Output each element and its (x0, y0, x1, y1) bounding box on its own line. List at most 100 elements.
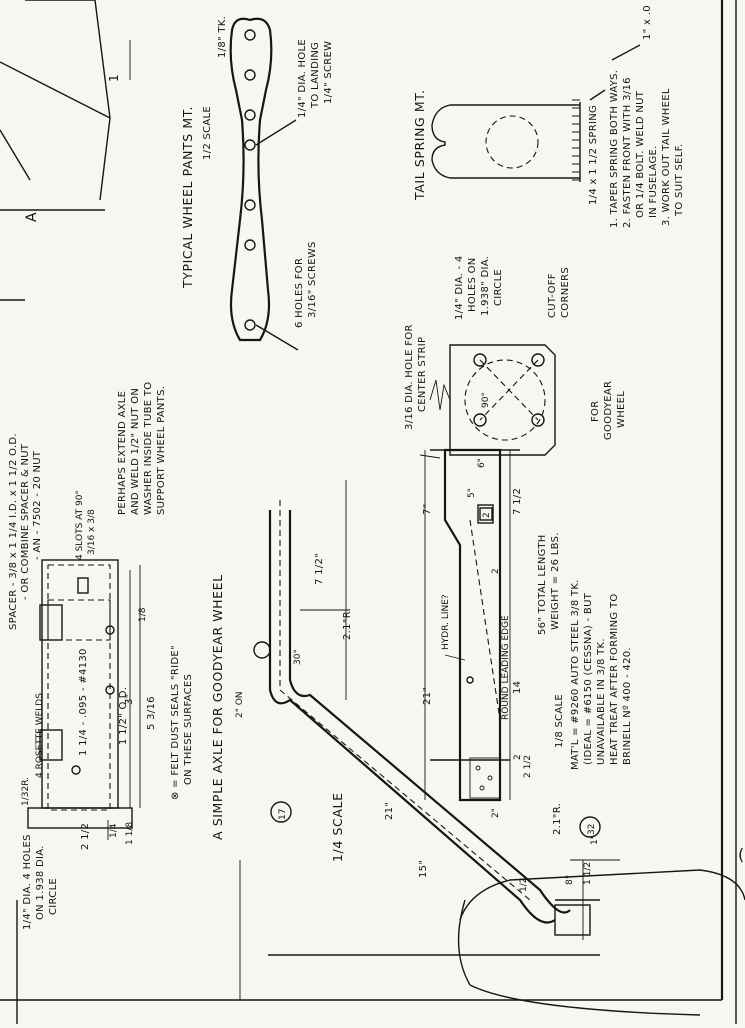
axle-holes-note-1: 1/4" DIA. 4 HOLES (22, 834, 33, 930)
tail-spring-title: TAIL SPRING MT. (412, 89, 427, 201)
material-note-4: HEAT TREAT AFTER FORMING TO (609, 593, 620, 765)
gear-angle-8: 8° (565, 875, 575, 885)
spacer-note-3: - AN - 7502 - 20 NUT (32, 450, 43, 560)
axle-holes-note-2: ON 1.938 DIA. (35, 845, 46, 920)
goodyear-holes-4: CIRCLE (493, 269, 504, 306)
axle-title: A SIMPLE AXLE FOR GOODYEAR WHEEL (210, 574, 225, 840)
plan-dim-21: 21" (422, 687, 433, 705)
screw-holes-note-1: 6 HOLES FOR (294, 258, 305, 328)
station-marker-17 (270, 801, 292, 823)
leg-plan-scale: 1/8 SCALE (554, 694, 565, 748)
leg-total-length: 56" TOTAL LENGTH (537, 534, 548, 635)
plan-dim-2: 2 (491, 568, 501, 574)
hydr-line-label: HYDR. LINE? (441, 594, 451, 650)
goodyear-holes-1: 1/4" DIA. - 4 (454, 255, 465, 320)
gear-dim-21: 21" (384, 802, 395, 820)
wheel-plate-title: TYPICAL WHEEL PANTS MT. (180, 106, 195, 289)
plan-dim-7-5: 7 1/2 (512, 488, 523, 515)
plan-dim-6: 6" (477, 458, 487, 468)
for-goodyear-1: FOR (590, 401, 601, 422)
material-note-5: BRINELL Nº 400 - 420. (622, 647, 633, 765)
landing-hole-note-3: 1/4" SCREW (323, 41, 334, 104)
gear-dim-1-5: 1 1/2 (583, 862, 593, 885)
gear-dim-half: 1/2 (519, 878, 529, 892)
tail-note-6: TO SUIT SELF. (674, 143, 685, 217)
gear-dim-1: 1" (590, 835, 600, 845)
plan-dim-14: 14 (512, 681, 523, 694)
center-hole-note-1: 3/16 DIA. HOLE FOR (404, 324, 415, 430)
tail-note-3: OR 1/4 BOLT. WELD NUT (635, 90, 646, 218)
plan-dim-5: 5" (467, 488, 477, 498)
station-marker-32 (579, 816, 601, 838)
round-edge-label: ROUND LEADING EDGE (501, 615, 511, 720)
wheel-pants-mount-plate (229, 17, 299, 351)
rosette-welds: 4 ROSETTE WELDS (35, 693, 45, 778)
tail-note-2: 2. FASTEN FRONT WITH 3/16 (622, 77, 633, 228)
gear-dim-7-5: 7 1/2" (314, 553, 325, 585)
rosette-radius: 1/32R. (21, 777, 31, 806)
gear-radius-bottom: 2.1"R. (552, 803, 563, 835)
felt-seal-note-1: ⊗ = FELT DUST SEALS "RIDE" (170, 645, 181, 800)
slot-note-2: 3/16 x 3/8 (87, 509, 97, 555)
plan-dim-7: 7" (422, 503, 433, 515)
gear-leg-side-view (239, 480, 745, 1016)
axle-holes-note-3: CIRCLE (48, 878, 59, 915)
extend-note-1: PERHAPS EXTEND AXLE (117, 391, 128, 515)
wheel-plate-thickness: 1/8" TK. (217, 16, 228, 58)
screw-holes-note-2: 3/16" SCREWS (307, 241, 318, 318)
axle-dim-1-8: 1/8 (138, 607, 148, 622)
spacer-note-1: SPACER - 3/8 x 1 1/4 I.D. x 1 1/2 O.D. (8, 433, 19, 630)
spacer-note-2: - OR COMBINE SPACER & NUT (20, 443, 31, 600)
axle-dim-3: 3" (124, 693, 135, 705)
plan-dim-2c: 2" (491, 808, 501, 818)
goodyear-holes-3: 1.938" DIA. (480, 256, 491, 316)
axle-dim-1-4: 1/4 (109, 823, 119, 838)
cut-off-corners-1: CUT-OFF (547, 273, 558, 318)
goodyear-angle: 90° (481, 392, 491, 408)
tail-note-5: 3. WORK OUT TAIL WHEEL (661, 88, 672, 226)
axle-drawing (27, 559, 141, 840)
goodyear-wheel-plate (429, 344, 556, 456)
wheel-plate-scale: 1/2 SCALE (202, 106, 213, 160)
material-note-1: MAT'L = #9260 AUTO STEEL 3/8 TK. (570, 579, 581, 770)
gear-dim-15: 15" (418, 860, 429, 878)
gear-radius-top: 2.1"R. (342, 608, 353, 640)
axle-dim-1-1-8: 1 1/8 (125, 822, 135, 845)
extend-note-2: AND WELD 1/2" NUT ON (130, 388, 141, 515)
part-number: 2 (482, 512, 492, 518)
center-hole-note-2: CENTER STRIP (417, 337, 428, 412)
slot-note-1: 4 SLOTS AT 90° (75, 490, 85, 560)
frame-marker: 1 (107, 74, 121, 82)
station-17-label: 17 (278, 809, 288, 820)
leg-weight: WEIGHT = 26 LBS. (550, 532, 561, 630)
axle-od: 1 1/2" O.D. (118, 687, 129, 745)
gear-dim-2-on: 2" ON (235, 691, 245, 718)
material-note-2: (IDEAL = #6150 (CESSNA) - BUT (583, 592, 594, 765)
leg-plan-view (419, 448, 520, 802)
axle-tube-spec: 1 1/4 - .095 - #4130 (78, 648, 89, 756)
axle-dim-5-3-16: 5 3/16 (146, 696, 157, 730)
extend-note-3: WASHER INSIDE TUBE TO (143, 382, 154, 515)
tail-spring-mount (431, 44, 641, 182)
tail-note-1: 1. TAPER SPRING BOTH WAYS. (609, 70, 620, 228)
tail-spring-label: 1/4 x 1 1/2 SPRING (588, 105, 599, 205)
goodyear-holes-2: HOLES ON (467, 257, 478, 312)
plan-dim-2-5: 2 1/2 (523, 755, 533, 778)
extend-note-4: SUPPORT WHEEL PANTS. (156, 386, 167, 515)
material-note-3: UNAVAILABLE IN 3/8 TK. (596, 638, 607, 765)
axle-dim-2-5: 2 1/2 (80, 823, 91, 850)
for-goodyear-2: GOODYEAR (603, 381, 614, 440)
gear-leg-scale: 1/4 SCALE (330, 792, 345, 862)
part-number-box (479, 507, 493, 521)
for-goodyear-3: WHEEL (616, 391, 627, 428)
drawing-number: A (24, 212, 40, 222)
right-corner-mark: ( (738, 845, 744, 864)
gear-angle-30: 30° (293, 649, 303, 665)
felt-seal-note-2: ON THESE SURFACES (183, 674, 194, 785)
landing-hole-note-2: TO LANDING (310, 42, 321, 109)
plan-dim-2b: 2 (513, 754, 523, 760)
landing-hole-note-1: 1/4" DIA. HOLE (297, 39, 308, 118)
